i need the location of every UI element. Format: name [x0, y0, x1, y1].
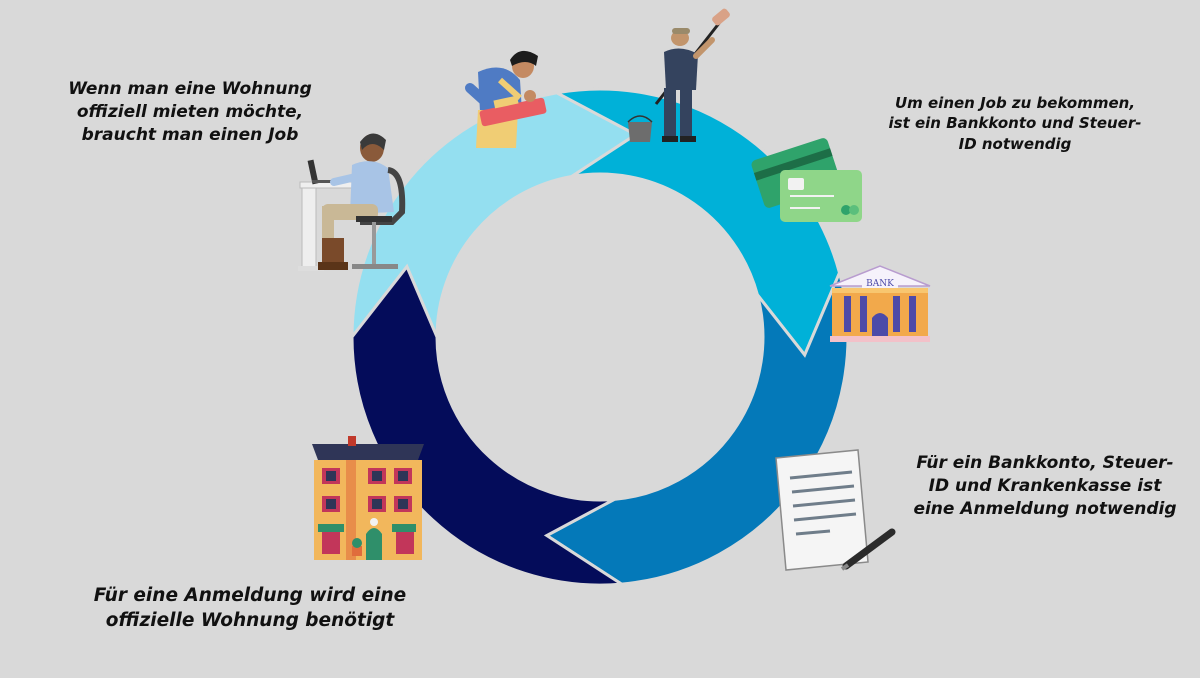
caption-bank-tax-id-needed: Um einen Job zu bekommen, ist ein Bankko… — [850, 93, 1180, 154]
caption-line: Um einen Job zu bekommen, — [894, 94, 1136, 112]
caption-job-needed: Wenn man eine Wohnung offiziell mieten m… — [40, 78, 340, 147]
bank-sign: BANK — [866, 279, 894, 289]
apartment-building-illustration — [312, 436, 424, 560]
caption-line: Für eine Anmeldung wird eine — [93, 585, 407, 606]
caption-line: braucht man einen Job — [81, 124, 299, 145]
caption-line: Wenn man eine Wohnung — [68, 79, 312, 99]
caption-apartment-needed: Für eine Anmeldung wird eine offizielle … — [60, 584, 440, 634]
caption-line: ID notwendig — [958, 134, 1072, 153]
caption-line: ist ein Bankkonto und Steuer- — [888, 114, 1142, 133]
credit-cards-illustration — [751, 138, 862, 222]
caption-registration-needed: Für ein Bankkonto, Steuer- ID und Kranke… — [900, 452, 1190, 521]
caption-line: offiziell mieten möchte, — [76, 101, 304, 122]
caption-line: Für ein Bankkonto, Steuer- — [916, 453, 1174, 473]
craftsman-illustration — [465, 50, 547, 148]
office-worker-illustration — [298, 133, 406, 271]
caption-line: ID und Krankenkasse ist — [928, 475, 1162, 496]
bank-building-illustration: BANK — [829, 265, 931, 342]
caption-line: offizielle Wohnung benötigt — [105, 609, 395, 631]
document-pen-illustration — [775, 449, 896, 571]
painter-illustration — [627, 8, 730, 142]
caption-line: eine Anmeldung notwendig — [913, 498, 1177, 519]
